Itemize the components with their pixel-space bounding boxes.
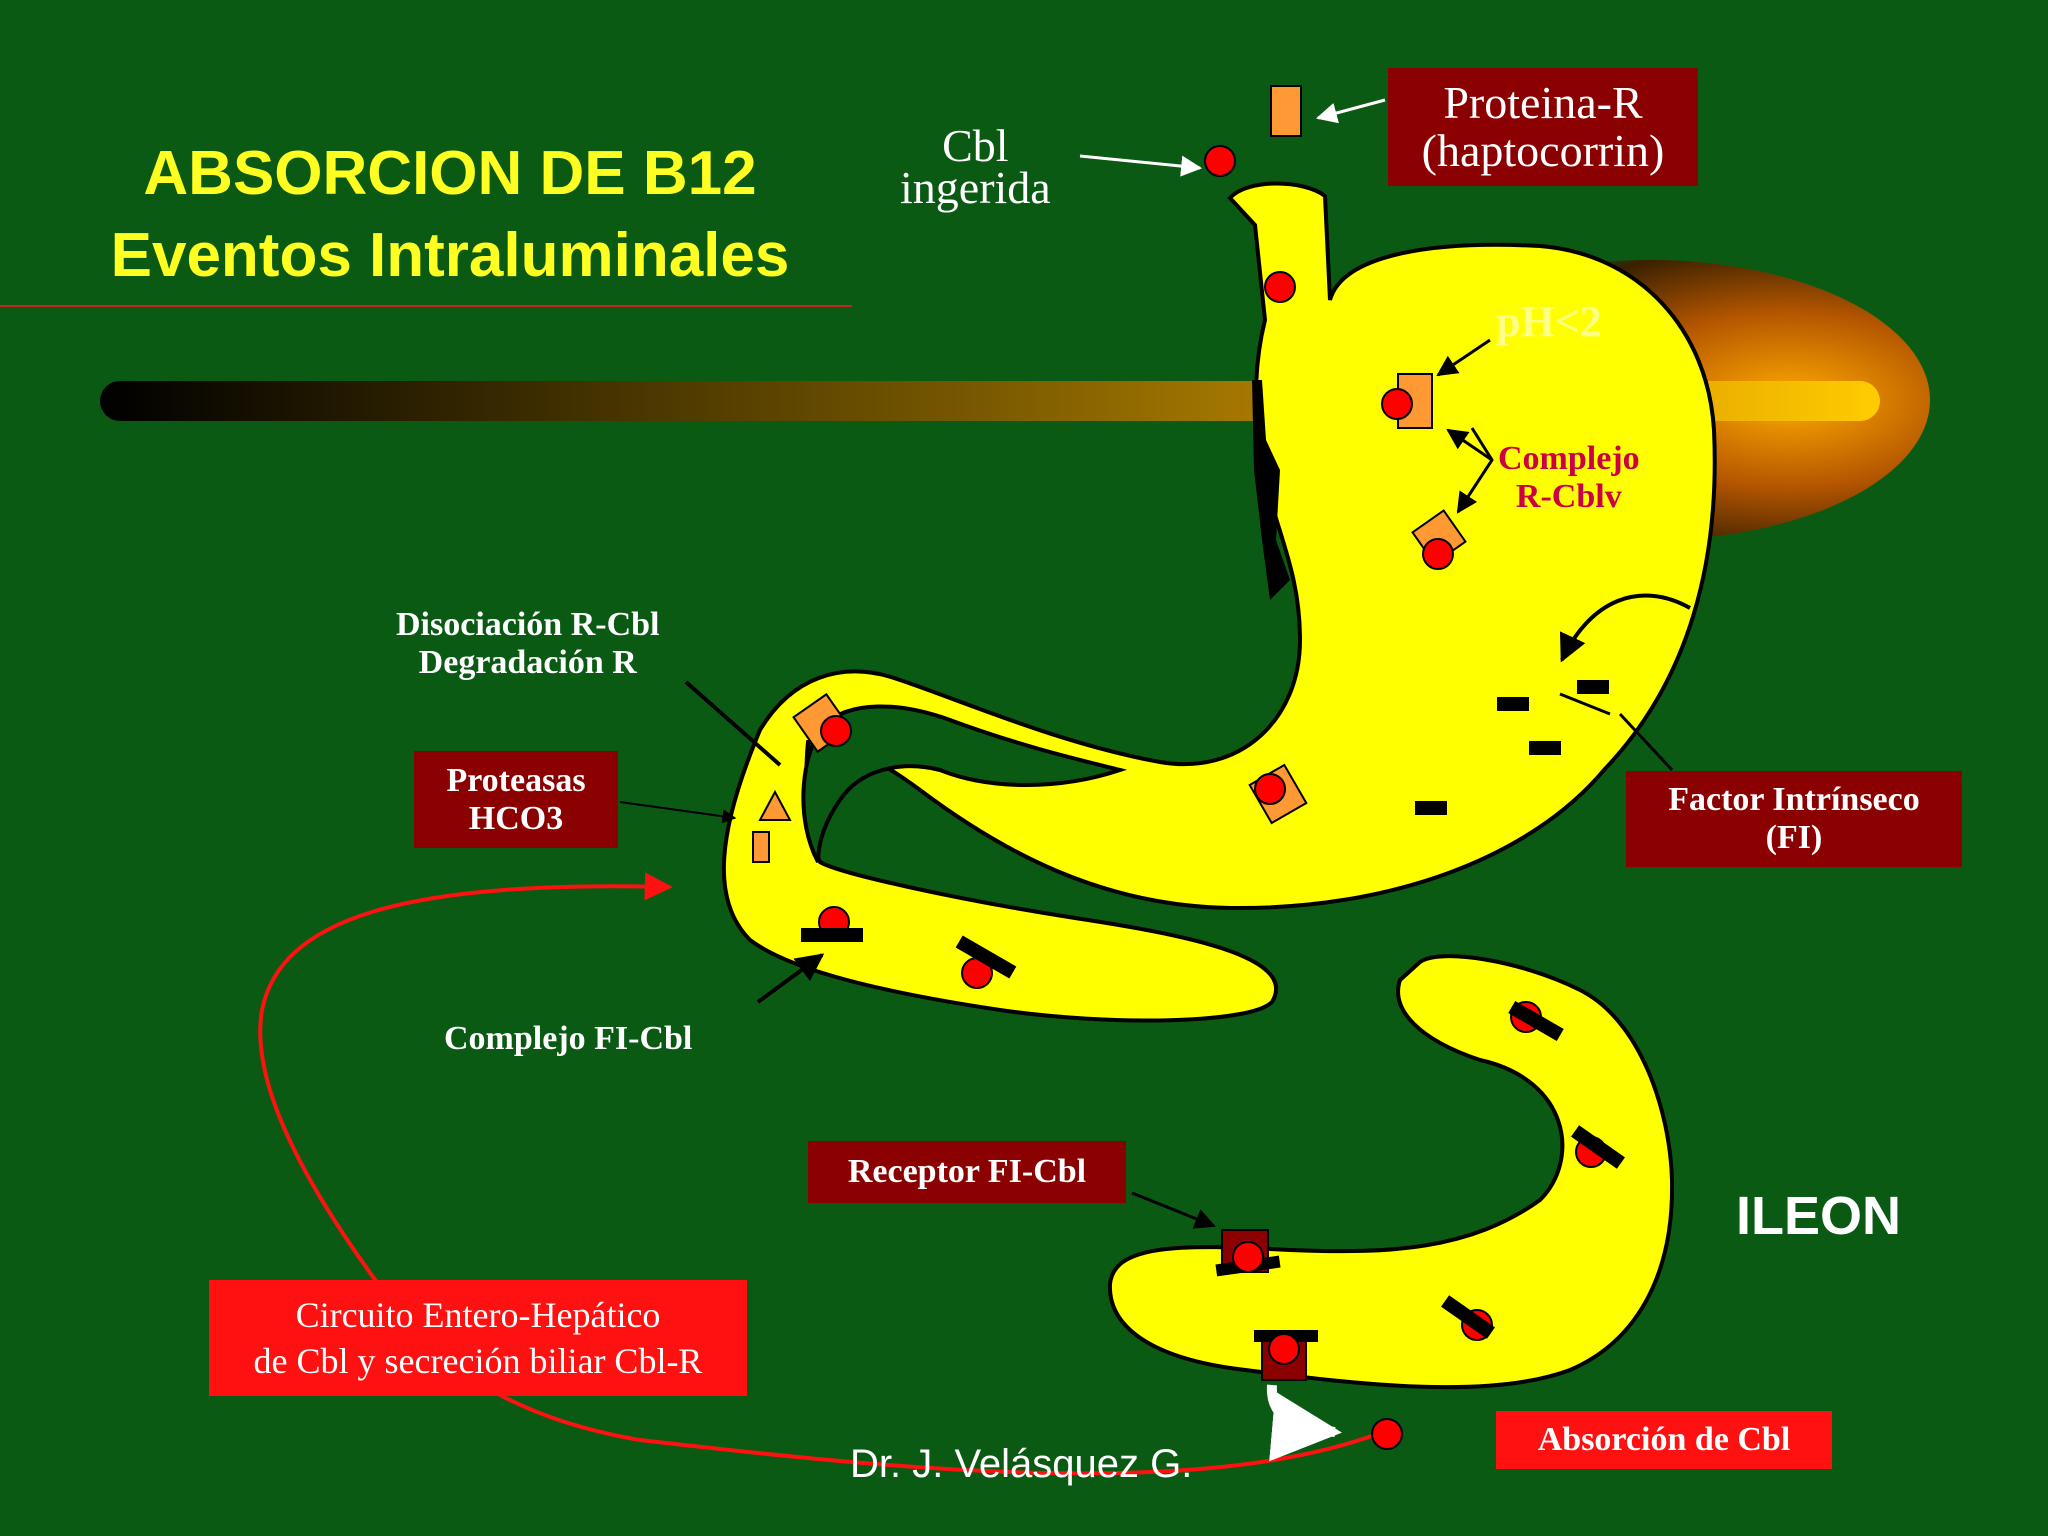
protease-rect (752, 831, 770, 863)
arrow-complejo-upper (1446, 428, 1493, 462)
fi-cbl-bar-1 (801, 928, 863, 942)
fi-cbl-bar-2 (955, 935, 1017, 979)
fi-cbl-bar-ileum-1 (1508, 1000, 1564, 1042)
cbl-dot-receptor-2 (1268, 1333, 1300, 1365)
stomach-notch (1252, 380, 1290, 600)
box-fi-line1: Factor Intrínseco (1668, 781, 1920, 818)
cbl-dot-stomach-lower (1254, 773, 1286, 805)
box-receptor-fi-cbl: Receptor FI-Cbl (808, 1141, 1126, 1203)
cbl-dot-receptor-1 (1232, 1241, 1264, 1273)
box-fi-line2: (FI) (1765, 819, 1823, 856)
box-proteina-r: Proteina-R (haptocorrin) (1388, 68, 1698, 186)
slide-title-line2: Eventos Intraluminales (110, 221, 790, 290)
fi-bar-2 (1577, 680, 1609, 694)
protein-r-square (1270, 85, 1302, 137)
cbl-dot-duodenum (820, 715, 852, 747)
label-disociacion-line2: Degradación R (418, 644, 637, 681)
fi-bar-3 (1529, 741, 1561, 755)
ileum-shape (1107, 954, 1675, 1390)
label-ileon: ILEON (1736, 1186, 1902, 1246)
arrow-proteasas (619, 801, 737, 824)
box-proteina-r-line2: (haptocorrin) (1421, 125, 1665, 176)
absorption-arrow (1266, 1384, 1342, 1462)
fi-bar-1 (1497, 697, 1529, 711)
fi-cbl-bar-ileum-3 (1441, 1295, 1495, 1339)
label-disociacion-line1: Disociación R-Cbl (396, 606, 660, 643)
label-cbl-ingerida-line1: Cbl (942, 120, 1009, 171)
line-fi-label-2 (1618, 712, 1674, 772)
cbl-dot-esophagus (1264, 271, 1296, 303)
box-circuito-line2: de Cbl y secreción biliar Cbl-R (253, 1341, 703, 1381)
box-circuito-line1: Circuito Entero-Hepático (295, 1295, 661, 1335)
cbl-dot-complejo (1422, 538, 1454, 570)
label-ph: pH<2 (1496, 297, 1602, 346)
arrow-cbl-ingerida (1079, 154, 1203, 177)
cbl-dot-absorbed (1371, 1418, 1403, 1450)
label-cbl-ingerida-line2: ingerida (900, 162, 1051, 213)
box-circuito-entero-hepatico: Circuito Entero-Hepático de Cbl y secrec… (209, 1280, 747, 1396)
arrow-fi-secretion (1559, 593, 1691, 663)
label-cbl-ingerida: Cbl ingerida (900, 120, 1051, 213)
label-complejo-fi-cbl: Complejo FI-Cbl (444, 1020, 693, 1057)
slide-title-line1: ABSORCION DE B12 (143, 139, 757, 208)
fi-bar-4 (1415, 801, 1447, 815)
cbl-dot-ingested (1204, 145, 1236, 177)
box-proteasas: Proteasas HCO3 (414, 751, 618, 848)
box-proteina-r-line1: Proteina-R (1443, 77, 1643, 128)
cbl-dot-stomach (1381, 388, 1413, 420)
arrow-complejo-fi-cbl (756, 953, 825, 1004)
label-disociacion: Disociación R-Cbl Degradación R (396, 606, 660, 682)
line-disociacion (684, 680, 782, 767)
label-complejo-line2: R-Cblv (1515, 478, 1622, 515)
arrow-receptor (1131, 1191, 1216, 1229)
box-proteasas-line1: Proteasas (446, 761, 586, 799)
box-proteasas-line2: HCO3 (468, 799, 564, 837)
protease-triangle (758, 789, 792, 821)
arrow-ph (1436, 338, 1491, 377)
fi-cbl-bar-ileum-2 (1571, 1125, 1625, 1169)
box-absorcion-cbl: Absorción de Cbl (1496, 1411, 1832, 1469)
box-factor-intrinseco: Factor Intrínseco (FI) (1626, 771, 1962, 867)
arrow-proteina-r (1315, 98, 1386, 124)
stomach-shape (721, 181, 1717, 1023)
label-complejo-r-cblv: Complejo R-Cblv (1498, 440, 1640, 516)
label-complejo-line1: Complejo (1498, 440, 1640, 477)
footer-author: Dr. J. Velásquez G. (850, 1442, 1193, 1486)
line-fi-label (1559, 692, 1611, 716)
